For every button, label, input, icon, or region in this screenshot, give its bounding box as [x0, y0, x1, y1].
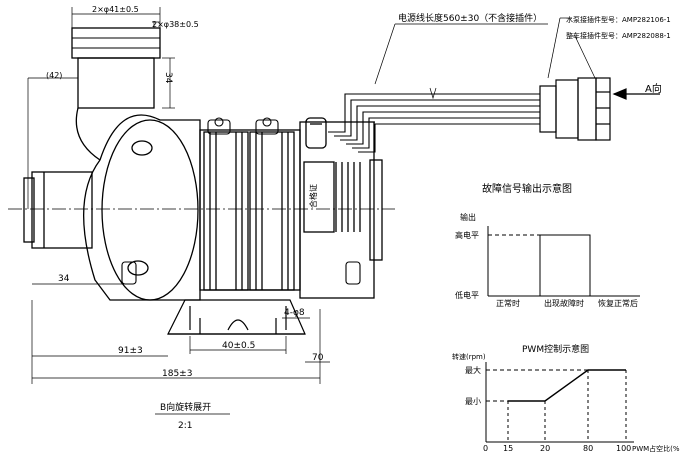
pwm-x-axis-label: PWM占空比(%) [632, 444, 680, 453]
inlet-dia-label: 2×φ41±0.5 [92, 5, 139, 14]
fault-signal-chart: 故障信号输出示意图 输出 高电平 低电平 正常时 出现故障时 恢复正常后 [455, 182, 640, 308]
height-70-label: 70 [312, 353, 324, 363]
end-cap [299, 117, 383, 299]
top-bolts [207, 117, 279, 135]
base-dimension-lines [31, 300, 330, 384]
power-cable [328, 93, 540, 153]
overall-length-label: 185±3 [162, 369, 192, 379]
pwm-chart-title: PWM控制示意图 [522, 343, 589, 355]
fault-x-label-1: 出现故障时 [544, 298, 584, 308]
inlet-pipe [23, 171, 93, 249]
pwm-x-tick-100: 100 [616, 444, 631, 453]
qualification-label: 合格证 [308, 184, 318, 208]
pwm-x-tick-80: 80 [583, 444, 593, 453]
pwm-control-chart: PWM控制示意图 转速(rpm) 最大 最小 0 15 20 80 100 PW… [452, 343, 680, 453]
cable-length-note: 电源线长度560±30（不含接插件） [398, 12, 542, 24]
pwm-y-max: 最大 [465, 365, 481, 375]
outlet-dia-label: 2×φ38±0.5 [152, 20, 199, 29]
fault-high-level: 高电平 [455, 230, 479, 240]
vehicle-connector-label: 整车接插件型号：AMP282088-1 [566, 31, 671, 40]
pwm-y-axis-label: 转速(rpm) [452, 352, 486, 361]
outlet-height-label: 34 [163, 72, 173, 84]
fault-x-label-0: 正常时 [496, 298, 520, 308]
pwm-x-tick-20: 20 [540, 444, 550, 453]
view-b-scale: 2:1 [178, 421, 192, 431]
inlet-length-label: 34 [58, 274, 70, 284]
fault-high-pulse [539, 234, 591, 297]
motor-body [199, 129, 301, 291]
fault-x-label-2: 恢复正常后 [598, 298, 638, 308]
pwm-x-tick-15: 15 [503, 444, 513, 453]
connector [539, 77, 611, 141]
pwm-curve [508, 369, 626, 402]
pwm-x-tick-0: 0 [483, 444, 488, 453]
bottom-bolts [121, 261, 361, 285]
pwm-y-min: 最小 [465, 397, 481, 406]
fault-chart-title: 故障信号输出示意图 [482, 182, 572, 195]
view-a-arrow [612, 88, 660, 100]
outlet-dimension-lines [27, 7, 175, 209]
mount-spacing-label: 40±0.5 [222, 341, 255, 351]
pump-connector-label: 水泵接插件型号：AMP282106-1 [566, 15, 671, 24]
view-b-title: B向旋转展开 [160, 401, 211, 413]
center-to-mount-label: 91±3 [118, 346, 143, 356]
view-a-label: A向 [645, 82, 662, 95]
fault-low-level: 低电平 [455, 290, 479, 300]
outlet-pipe [71, 27, 161, 161]
mount-hole-label: 4-φ8 [284, 308, 305, 318]
mount-bracket [167, 299, 306, 335]
fault-y-axis-label: 输出 [460, 212, 476, 222]
pump-volute [83, 114, 201, 301]
cable-length-leader [374, 23, 548, 100]
connector-leaders [547, 17, 596, 79]
inlet-offset-label: (42) [46, 71, 62, 80]
